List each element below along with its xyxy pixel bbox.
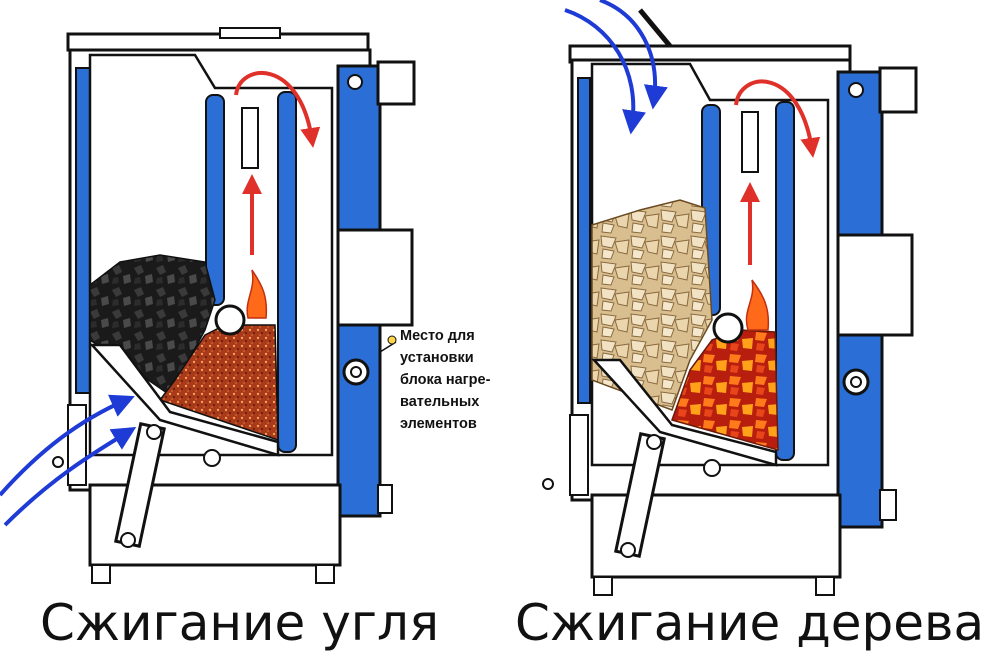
air-inlet-arrow-icon xyxy=(599,0,668,110)
flue-gas-arrow-icon xyxy=(734,79,821,158)
foot xyxy=(815,576,835,596)
return-pipe xyxy=(879,489,897,521)
annotation-line: вательных xyxy=(400,394,480,410)
annotation-line: блока нагре- xyxy=(400,372,491,388)
open-lid-handle xyxy=(638,8,672,48)
baffle-outer xyxy=(775,101,795,461)
flue-tube xyxy=(741,111,759,173)
boiler-coal xyxy=(0,27,416,584)
air-inlet-arrow-icon xyxy=(564,8,646,135)
grate xyxy=(591,358,778,467)
return-pipe xyxy=(377,484,393,514)
air-inlet-arrow-icon xyxy=(0,394,135,497)
flame-icon xyxy=(745,279,770,331)
flue-pipe xyxy=(878,66,918,114)
grate-roller xyxy=(712,312,744,344)
heater-block-annotation: Место для установки блока нагре- вательн… xyxy=(400,325,520,435)
pointer-dot-icon xyxy=(387,335,397,345)
air-inlet-arrow-icon xyxy=(3,427,137,527)
control-box xyxy=(336,228,414,327)
foot xyxy=(315,564,335,584)
flue-tube xyxy=(241,107,259,169)
flue-port xyxy=(848,82,864,98)
door-hinge xyxy=(569,414,589,496)
door-hinge xyxy=(67,404,87,486)
caption-wood-burning: Сжигание дерева xyxy=(515,594,985,652)
annotation-line: элементов xyxy=(400,416,477,432)
annotation-line: установки xyxy=(400,350,474,366)
grate xyxy=(89,343,280,457)
flame-icon xyxy=(246,269,268,319)
foot xyxy=(91,564,111,584)
flue-gas-arrow-icon xyxy=(234,71,321,148)
flue-port xyxy=(347,74,363,90)
wood-fuel xyxy=(591,199,713,411)
annotation-line: Место для xyxy=(400,328,475,344)
top-handle xyxy=(219,27,281,39)
control-box xyxy=(836,233,914,337)
baffle-outer xyxy=(277,91,297,453)
grate-roller xyxy=(214,304,246,336)
water-jacket-left xyxy=(577,77,591,404)
caption-coal-burning: Сжигание угля xyxy=(40,594,440,652)
flue-pipe xyxy=(376,60,416,106)
water-jacket-left xyxy=(75,67,91,394)
baffle-inner xyxy=(205,94,225,306)
boiler-wood xyxy=(542,0,918,596)
foot xyxy=(593,576,613,596)
top-lid xyxy=(66,32,370,52)
